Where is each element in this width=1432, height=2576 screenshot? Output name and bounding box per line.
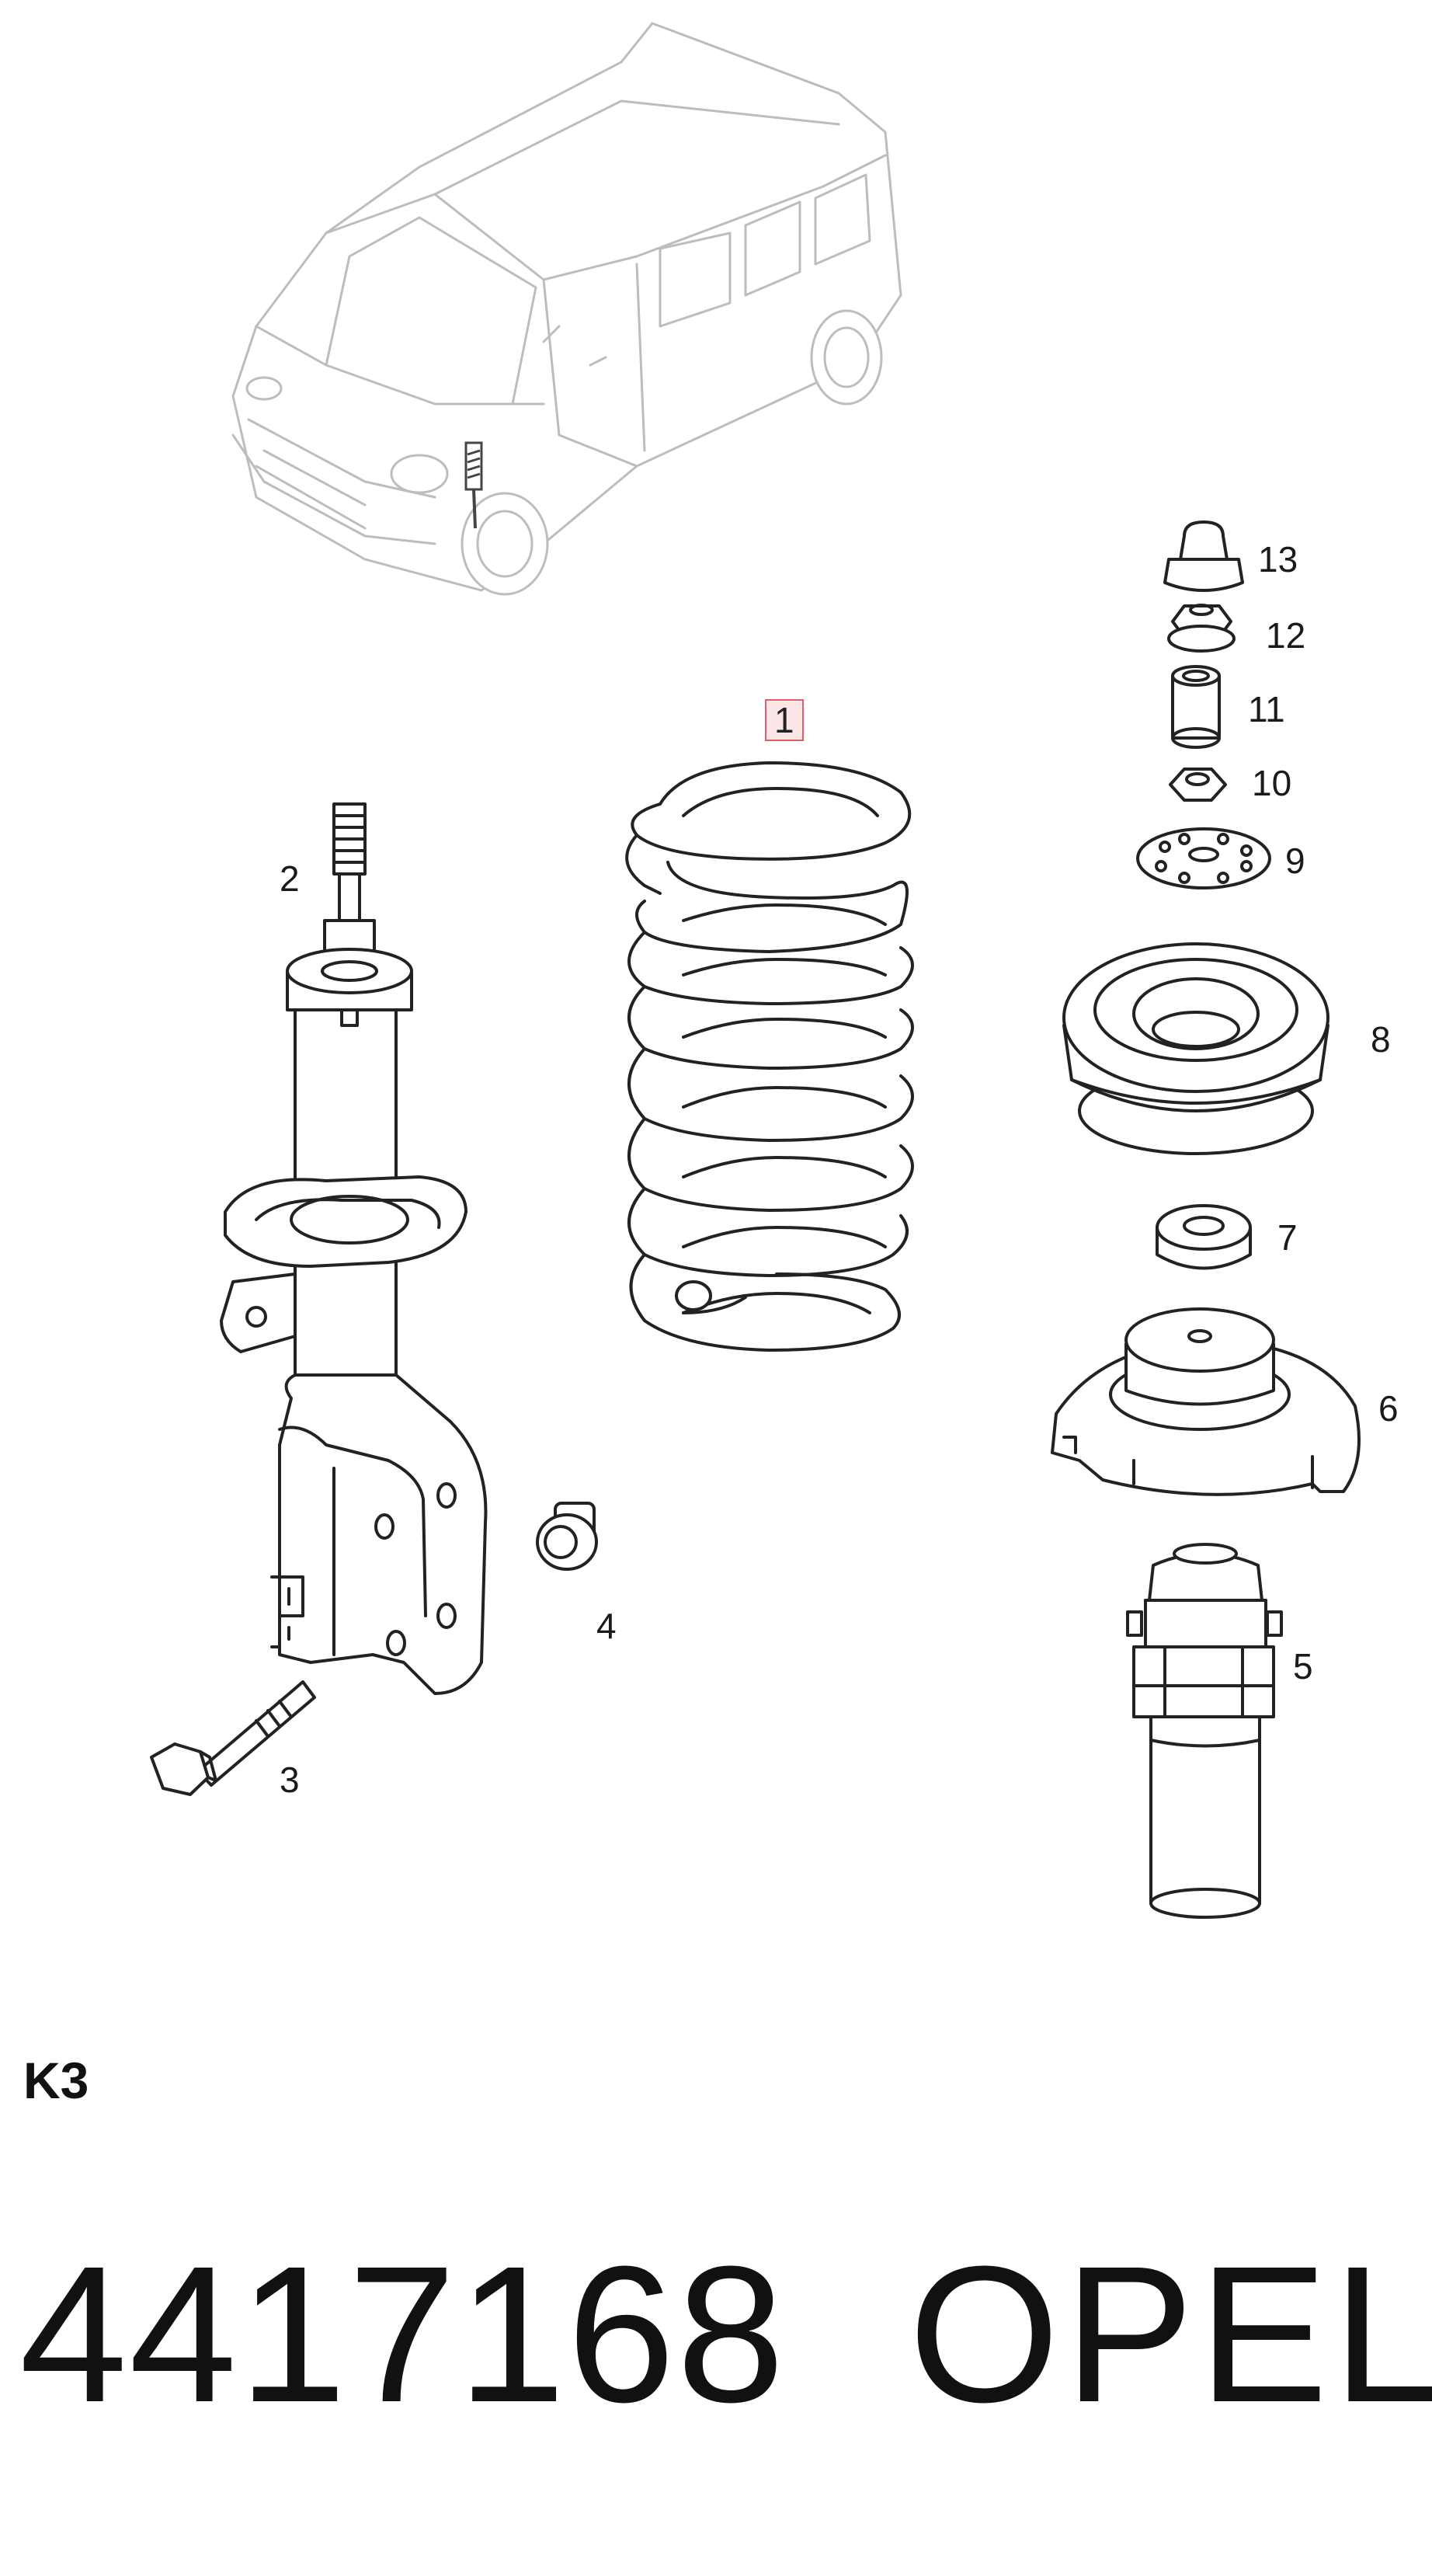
spacer-sleeve [1171,665,1221,749]
part-number: 4417168 [19,2226,787,2442]
shock-absorber-strut [220,802,488,1695]
callout-10-hex-nut: 10 [1252,763,1292,803]
callout-4-bushing: 4 [596,1606,617,1646]
section-code: K3 [23,2052,89,2109]
callout-3-bolt: 3 [280,1760,300,1800]
bushing-illustration [536,1502,598,1571]
callout-13-cap: 13 [1258,539,1298,580]
spring-seat [1051,1307,1361,1496]
diagram-svg [150,22,1361,1919]
callout-11-spacer: 11 [1248,689,1285,729]
callout-5-bump-stop: 5 [1293,1646,1313,1687]
strut-mount [1062,942,1329,1155]
hex-nut [1169,768,1227,802]
bolt-illustration [150,1680,316,1796]
callout-1-coil-spring: 1 [765,699,804,741]
callout-7-bearing: 7 [1277,1217,1298,1258]
bearing [1156,1204,1252,1270]
bump-stop-boot [1126,1543,1283,1919]
brand-name: OPEL [909,2226,1432,2442]
protective-cap [1163,520,1244,592]
van-overview-illustration [231,22,902,596]
coil-spring [625,761,914,1352]
callout-6-spring-seat: 6 [1378,1388,1399,1429]
callout-2-strut: 2 [280,858,300,899]
exploded-parts-diagram: 1 2 3 4 5 6 7 8 9 10 11 12 13 [150,22,1399,1919]
flange-nut [1167,604,1236,653]
washer [1136,827,1271,889]
callout-8-strut-mount: 8 [1371,1019,1391,1060]
callout-12-flange-nut: 12 [1266,615,1306,656]
callout-9-washer: 9 [1285,841,1305,881]
